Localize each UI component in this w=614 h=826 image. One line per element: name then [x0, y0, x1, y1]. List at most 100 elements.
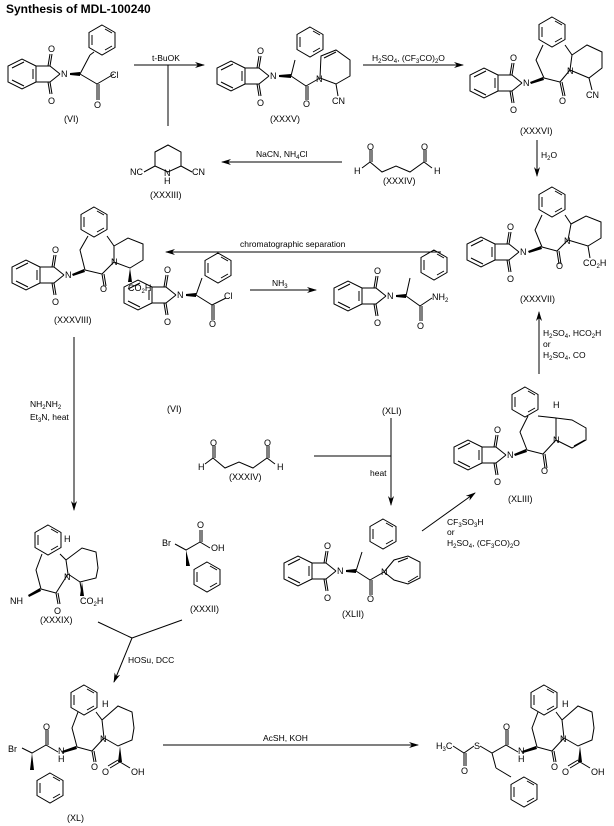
reaction-arrow-5: chromatographic separation: [165, 239, 441, 255]
reaction-arrow-6: NH3: [250, 278, 317, 293]
svg-text:N: N: [164, 168, 171, 178]
svg-text:H2SO4, CO: H2SO4, CO: [543, 350, 586, 362]
reaction-arrow-7: NH2NH2 Et3N, heat: [30, 337, 77, 511]
svg-text:CN: CN: [332, 96, 345, 106]
label-VI-mid: (VI): [167, 404, 182, 414]
reaction-arrow-10: CF3SO3H or H2SO4, (CF3CO)2O: [421, 492, 520, 550]
reaction-arrow-9: heat: [314, 418, 394, 506]
svg-text:H3C: H3C: [436, 741, 453, 753]
svg-text:CO2H: CO2H: [583, 258, 606, 270]
svg-text:N: N: [316, 74, 323, 84]
compound-XXXV: O N CN (XXXV): [216, 26, 351, 124]
svg-text:H2O: H2O: [541, 150, 557, 162]
svg-text:CO2H: CO2H: [128, 283, 151, 295]
svg-text:CO2H: CO2H: [80, 596, 103, 608]
label-XXXII: (XXXII): [190, 604, 219, 614]
svg-text:N: N: [58, 746, 65, 756]
reaction-arrow-3: H2O: [534, 140, 557, 177]
label-XXXIII: (XXXIII): [150, 190, 182, 200]
svg-text:O: O: [367, 594, 374, 604]
svg-text:Cl: Cl: [110, 70, 119, 80]
svg-text:O: O: [197, 520, 204, 530]
svg-text:Br: Br: [162, 538, 171, 548]
svg-text:O: O: [43, 722, 50, 732]
svg-text:O: O: [559, 96, 566, 106]
compound-XXXIV-mid: O O H H (XXXIV): [198, 438, 284, 482]
label-XXXVII: (XXXVII): [520, 294, 555, 304]
svg-text:NH: NH: [10, 596, 23, 606]
svg-text:H: H: [354, 166, 361, 176]
reaction-arrow-11: HOSu, DCC: [97, 619, 183, 683]
svg-text:AcSH, KOH: AcSH, KOH: [263, 733, 308, 743]
reaction-arrow-4: NaCN, NH4Cl: [221, 149, 342, 165]
svg-text:Et3N, heat: Et3N, heat: [30, 412, 69, 424]
svg-text:N: N: [518, 746, 525, 756]
compound-XLII: O N (XLII): [283, 518, 421, 619]
svg-text:O: O: [556, 261, 563, 271]
svg-text:N: N: [100, 734, 107, 744]
svg-text:H: H: [164, 176, 171, 186]
svg-text:H2SO4, (CF3CO)2O: H2SO4, (CF3CO)2O: [372, 53, 445, 65]
svg-text:H: H: [102, 699, 109, 709]
label-XXXVIII: (XXXVIII): [54, 315, 92, 325]
svg-text:CN: CN: [192, 167, 205, 177]
svg-text:N: N: [553, 435, 560, 445]
svg-text:Cl: Cl: [224, 291, 233, 301]
svg-text:Br: Br: [8, 744, 17, 754]
svg-text:NaCN, NH4Cl: NaCN, NH4Cl: [256, 149, 308, 161]
svg-text:O: O: [461, 766, 468, 776]
svg-text:N: N: [564, 236, 571, 246]
reaction-arrow-8: H2SO4, HCO2H or H2SO4, CO: [536, 311, 601, 374]
svg-text:H2SO4, HCO2H: H2SO4, HCO2H: [543, 328, 601, 340]
label-XLII: (XLII): [342, 609, 364, 619]
svg-text:O: O: [421, 142, 428, 152]
compound-XXXIII: NC CN N H (XXXIII): [130, 144, 205, 200]
svg-text:O: O: [209, 319, 216, 329]
svg-text:heat: heat: [370, 468, 387, 478]
label-XLIII: (XLIII): [508, 494, 533, 504]
label-XXXIX: (XXXIX): [40, 615, 73, 625]
svg-text:H: H: [553, 400, 560, 410]
label-XL: (XL): [67, 813, 84, 823]
reaction-arrow-12: AcSH, KOH: [163, 733, 419, 748]
svg-text:O: O: [562, 767, 569, 777]
compound-XLIII: O N H (XLIII): [453, 386, 587, 504]
svg-text:O: O: [541, 466, 548, 476]
compound-XXXVI: O N CN (XXXVI): [469, 16, 603, 136]
compound-XXXIX: NH N H O CO2H (XXXIX): [10, 524, 103, 625]
svg-text:O: O: [91, 762, 98, 772]
reaction-arrow-1: t-BuOK: [134, 53, 205, 126]
svg-text:H: H: [518, 754, 525, 764]
compound-XLI: O NH2 (XLI): [333, 249, 449, 416]
compound-VI-mid: O Cl (VI): [123, 252, 233, 414]
svg-text:NC: NC: [130, 167, 143, 177]
svg-text:O: O: [264, 438, 271, 448]
svg-text:N: N: [567, 66, 574, 76]
svg-text:or: or: [543, 339, 551, 349]
svg-text:O: O: [210, 438, 217, 448]
label-XXXIV-top: (XXXIV): [383, 176, 416, 186]
scheme-title: Synthesis of MDL-100240: [6, 2, 151, 16]
svg-text:O: O: [303, 99, 310, 109]
compound-MDL-100240: H3C O S O N H N H O O OH: [436, 684, 605, 808]
svg-text:N: N: [111, 257, 118, 267]
svg-text:N: N: [64, 572, 71, 582]
svg-text:O: O: [367, 142, 374, 152]
svg-text:OH: OH: [131, 767, 145, 777]
reaction-arrow-2: H2SO4, (CF3CO)2O: [363, 53, 464, 68]
compound-XXXVII: O N CO2H (XXXVII): [466, 186, 606, 304]
svg-text:O: O: [54, 606, 61, 616]
svg-text:NH3: NH3: [272, 278, 288, 290]
label-XXXV: (XXXV): [270, 114, 300, 124]
compound-VI-top: O Cl (VI): [7, 24, 119, 124]
svg-text:S: S: [474, 741, 480, 751]
svg-text:H: H: [64, 534, 71, 544]
svg-text:O: O: [100, 284, 107, 294]
svg-text:NH2: NH2: [432, 292, 449, 304]
svg-text:CF3SO3H: CF3SO3H: [447, 517, 483, 529]
svg-text:NH2NH2: NH2NH2: [30, 399, 62, 411]
svg-text:OH: OH: [591, 767, 605, 777]
svg-text:OH: OH: [211, 543, 225, 553]
svg-text:or: or: [447, 527, 455, 537]
